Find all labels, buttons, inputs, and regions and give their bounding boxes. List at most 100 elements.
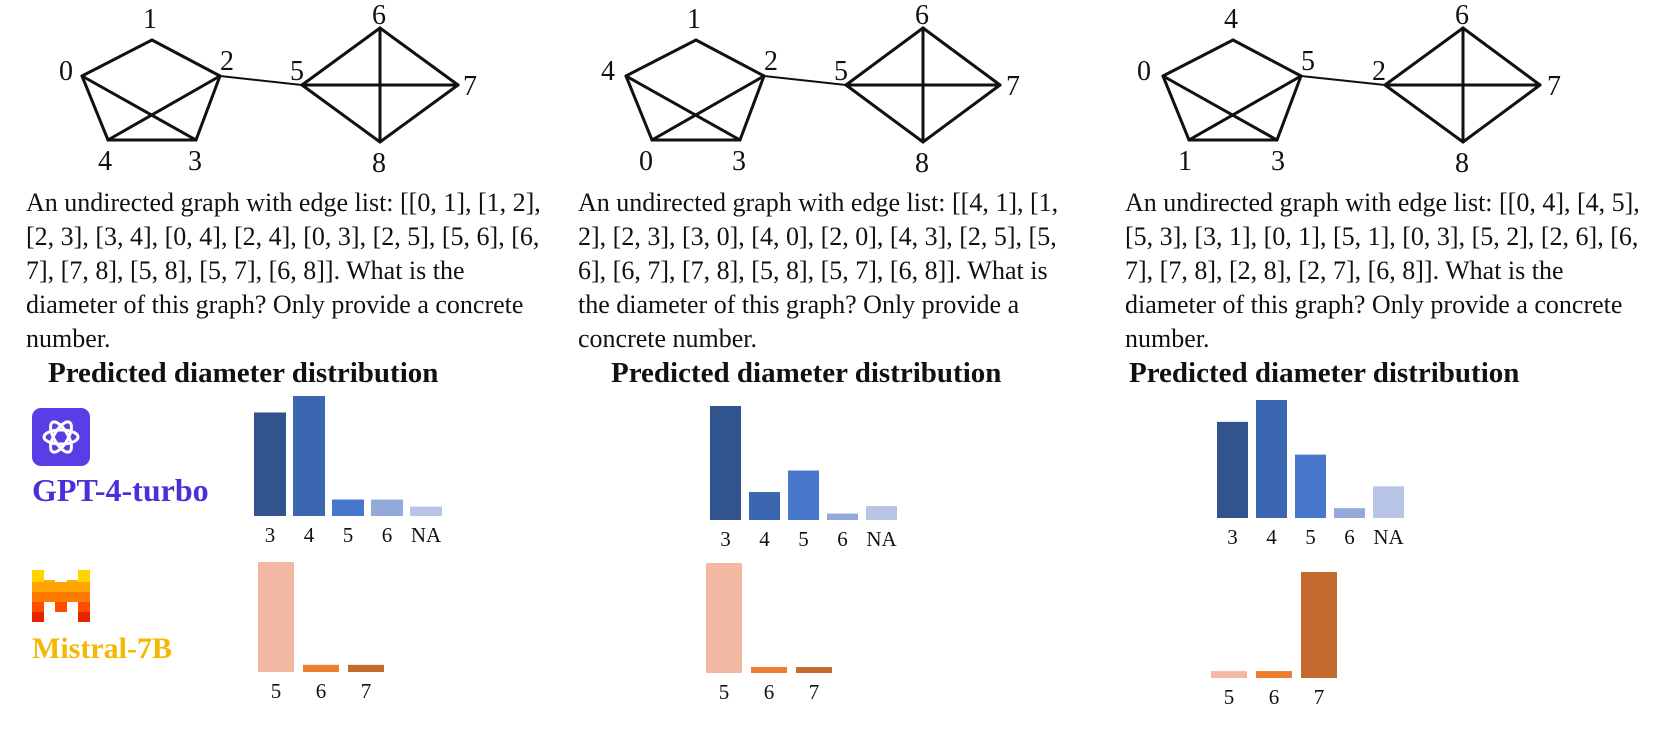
edge [844,83,925,144]
tick-label: 4 [304,523,315,547]
bar-6 [1334,508,1365,518]
tick-label: 4 [1266,525,1277,549]
bar-4 [293,396,325,516]
edge [378,26,460,87]
node-label: 2 [1372,56,1386,87]
panel-3: 0 4 5 3 1 2 6 7 8 An undirected graph wi… [1105,0,1660,756]
edge [921,83,1002,144]
node-label: 8 [915,148,929,179]
node-label: 3 [732,146,746,177]
bar-7 [796,667,832,673]
edge [921,26,1002,87]
edge [763,75,847,86]
graph-1: 0 1 2 3 4 5 6 7 8 [59,0,477,179]
edge [80,38,154,78]
bar-5 [332,499,364,516]
bar-5 [258,562,294,672]
edge [1161,74,1191,142]
gpt-model-name: GPT-4-turbo [32,472,209,508]
node-label: 4 [1224,4,1238,35]
node-label: 1 [687,4,701,35]
edge [378,83,460,144]
question-text: An undirected graph with edge list: [[0,… [26,188,541,353]
edge [300,26,382,87]
node-label: 3 [188,146,202,177]
bar-6 [371,499,403,516]
node-label: 7 [1547,71,1561,102]
edge [1461,83,1542,144]
tick-label: 6 [764,680,775,704]
bar-3 [254,412,286,516]
node-label: 1 [1178,146,1192,177]
tick-label: 5 [271,679,282,703]
bar-na [1373,486,1404,518]
edge [80,74,110,142]
edge [219,75,303,86]
node-label: 5 [834,56,848,87]
graph-3: 0 4 5 3 1 2 6 7 8 [1137,0,1561,179]
node-label: 1 [143,4,157,35]
node-label: 6 [1455,0,1469,31]
edge [150,38,222,78]
distribution-title: Predicted diameter distribution [48,357,439,389]
edge [1187,74,1303,142]
tick-label: 3 [265,523,276,547]
question-text: An undirected graph with edge list: [[4,… [578,188,1059,353]
tick-label: 7 [809,680,820,704]
edge [80,74,198,142]
edge [650,74,766,142]
edge [300,83,382,144]
node-label: 5 [1301,46,1315,77]
tick-label: 6 [382,523,393,547]
bar-4 [749,492,780,520]
node-label: 7 [1006,71,1020,102]
tick-label: 5 [1305,525,1316,549]
bar-na [866,506,897,520]
bar-6 [1256,671,1292,678]
tick-label: 7 [1314,685,1325,709]
graph-2: 4 1 2 3 0 5 6 7 8 [601,0,1020,179]
node-label: 0 [1137,56,1151,87]
distribution-title: Predicted diameter distribution [1129,357,1520,389]
bar-5 [1295,454,1326,518]
bar-4 [1256,400,1287,518]
mistral-logo-icon [32,570,90,622]
bar-6 [303,664,339,672]
tick-label: 5 [1224,685,1235,709]
panel-1: 0 1 2 3 4 5 6 7 8 An undirected graph wi… [0,0,560,756]
tick-label: 7 [361,679,372,703]
bar-7 [1301,572,1337,678]
node-label: 3 [1271,146,1285,177]
tick-label: 3 [720,527,731,551]
mistral-chart-3: 5 6 7 [1211,572,1337,709]
node-label: 4 [601,56,615,87]
bar-3 [710,406,741,520]
edge [624,74,654,142]
mistral-chart-1: 5 6 7 [258,562,384,703]
tick-label: 3 [1227,525,1238,549]
node-label: 5 [290,56,304,87]
tick-label: NA [1373,525,1404,549]
edge [738,74,766,142]
question-text: An undirected graph with edge list: [[0,… [1125,188,1640,353]
node-label: 0 [639,146,653,177]
edge [1231,38,1303,78]
edge [694,38,766,78]
tick-label: 6 [1269,685,1280,709]
tick-label: 4 [759,527,770,551]
edge [1275,74,1303,142]
tick-label: 5 [798,527,809,551]
edge [624,74,742,142]
edge [1461,26,1542,87]
tick-label: 6 [316,679,327,703]
node-label: 6 [372,0,386,31]
bar-na [410,506,442,516]
node-label: 6 [915,0,929,31]
distribution-title: Predicted diameter distribution [611,357,1002,389]
tick-label: NA [866,527,897,551]
bar-6 [827,513,858,520]
edge [1161,38,1235,78]
